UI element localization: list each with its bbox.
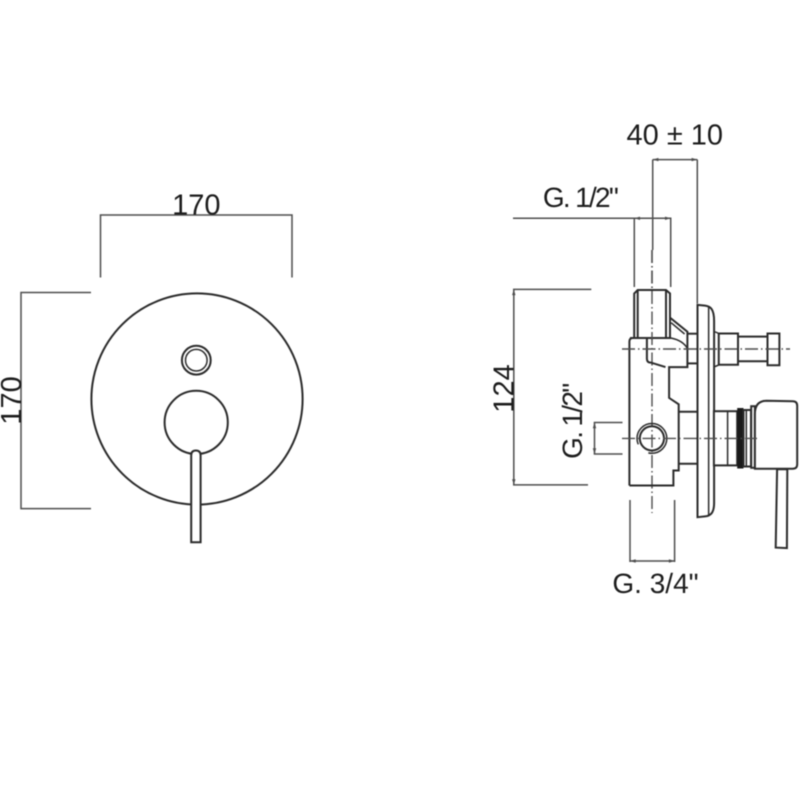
svg-text:G. 3/4": G. 3/4" xyxy=(612,568,698,599)
svg-text:170: 170 xyxy=(172,190,220,222)
svg-text:40 ± 10: 40 ± 10 xyxy=(627,120,724,152)
svg-text:124: 124 xyxy=(489,364,521,412)
svg-text:G. 1/2": G. 1/2" xyxy=(557,384,588,459)
svg-text:G. 1/2": G. 1/2" xyxy=(543,182,618,213)
svg-text:170: 170 xyxy=(0,376,28,424)
